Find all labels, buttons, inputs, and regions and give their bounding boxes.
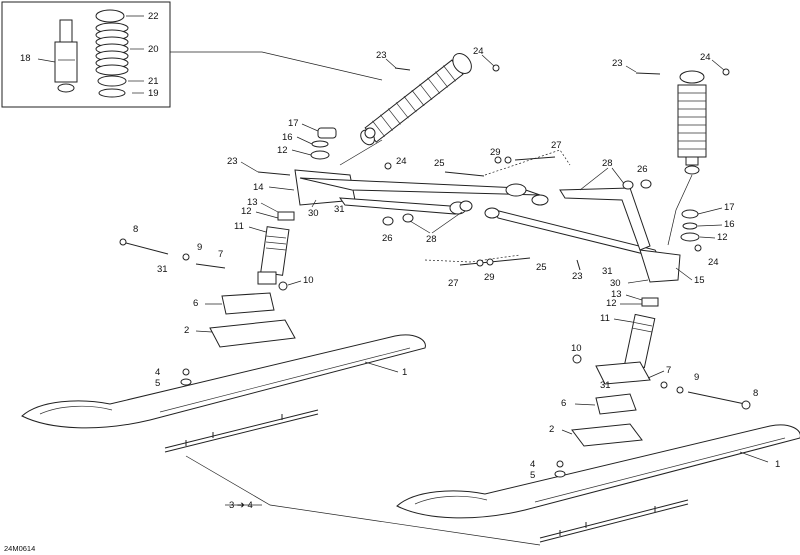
callout-8-a: 8: [133, 224, 138, 235]
callout-10-a: 10: [303, 275, 314, 286]
callout-6-a: 6: [193, 298, 198, 309]
right-spindle: [595, 209, 700, 385]
callout-16-b: 16: [724, 219, 735, 230]
callout-8-b: 8: [753, 388, 758, 399]
callout-11-a: 11: [234, 221, 244, 232]
diagram-code: 24M0614: [4, 544, 35, 553]
callout-29-b: 29: [484, 272, 495, 283]
callout-31-d: 31: [157, 264, 168, 275]
right-ski: [396, 424, 800, 543]
callout-12-b: 12: [241, 206, 252, 217]
callout-10-b: 10: [571, 343, 582, 354]
callout-24-c: 24: [396, 156, 407, 167]
callout-11-b: 11: [600, 313, 610, 324]
callout-27-b: 27: [448, 278, 459, 289]
callout-25-a: 25: [434, 158, 445, 169]
left-upper-parts: [257, 127, 337, 176]
callout-26-a: 26: [382, 233, 393, 244]
callout-29-a: 29: [490, 147, 501, 158]
callout-30-b: 30: [610, 278, 621, 289]
callout-22: 22: [148, 11, 159, 22]
callout-3-to-4: 3 ➔ 4: [229, 500, 253, 511]
spring-part: [95, 22, 129, 76]
callout-17-a: 17: [288, 118, 299, 129]
left-ski: [21, 334, 426, 453]
callout-1-a: 1: [402, 367, 407, 378]
callout-9-a: 9: [197, 242, 202, 253]
callout-6-b: 6: [561, 398, 566, 409]
callout-30-a: 30: [308, 208, 319, 219]
callout-23-b: 23: [612, 58, 623, 69]
adjuster-ring-part: [97, 75, 127, 87]
callout-13-a: 13: [247, 197, 258, 208]
callout-24-d: 24: [708, 257, 719, 268]
callout-26-b: 26: [637, 164, 648, 175]
right-shock-assembly: [677, 70, 707, 175]
spring-cap-part: [95, 9, 125, 23]
callout-5-b: 5: [530, 470, 535, 481]
callout-31-a: 31: [334, 204, 345, 215]
callout-12-d: 12: [606, 298, 617, 309]
callout-2-b: 2: [549, 424, 554, 435]
callout-4-b: 4: [530, 459, 535, 470]
callout-15: 15: [694, 275, 705, 286]
callout-2-a: 2: [184, 325, 189, 336]
washer-part: [98, 88, 126, 98]
callout-20: 20: [148, 44, 159, 55]
callout-17-b: 17: [724, 202, 735, 213]
left-ski-leg-base: [209, 319, 296, 348]
callout-24-a: 24: [473, 46, 484, 57]
callout-28-a: 28: [426, 234, 437, 245]
callout-25-b: 25: [536, 262, 547, 273]
callout-31-c: 31: [600, 380, 611, 391]
callout-16-a: 16: [282, 132, 293, 143]
callout-13-b: 13: [611, 289, 622, 300]
callout-5-a: 5: [155, 378, 160, 389]
callout-28-b: 28: [602, 158, 613, 169]
shock-detail-inset: 22 20 21 19 18: [1, 1, 171, 108]
callout-7-b: 7: [666, 365, 671, 376]
callout-1-b: 1: [775, 459, 780, 470]
callout-23-a: 23: [376, 50, 387, 61]
callout-4-a: 4: [155, 367, 160, 378]
callout-18: 18: [20, 53, 31, 64]
a-arms: [299, 177, 662, 259]
callout-23-d: 23: [572, 271, 583, 282]
left-bracket: [221, 292, 275, 315]
callout-27-a: 27: [551, 140, 562, 151]
callout-9-b: 9: [694, 372, 699, 383]
callout-24-b: 24: [700, 52, 711, 63]
callout-31-b: 31: [602, 266, 613, 277]
callout-14: 14: [253, 182, 264, 193]
callout-19: 19: [148, 88, 159, 99]
callout-7-a: 7: [218, 249, 223, 260]
shock-absorber-part: [54, 19, 78, 93]
callout-23-c: 23: [227, 156, 238, 167]
callout-21: 21: [148, 76, 159, 87]
left-shock-assembly: [360, 53, 472, 146]
callout-12-c: 12: [717, 232, 728, 243]
callout-12-a: 12: [277, 145, 288, 156]
